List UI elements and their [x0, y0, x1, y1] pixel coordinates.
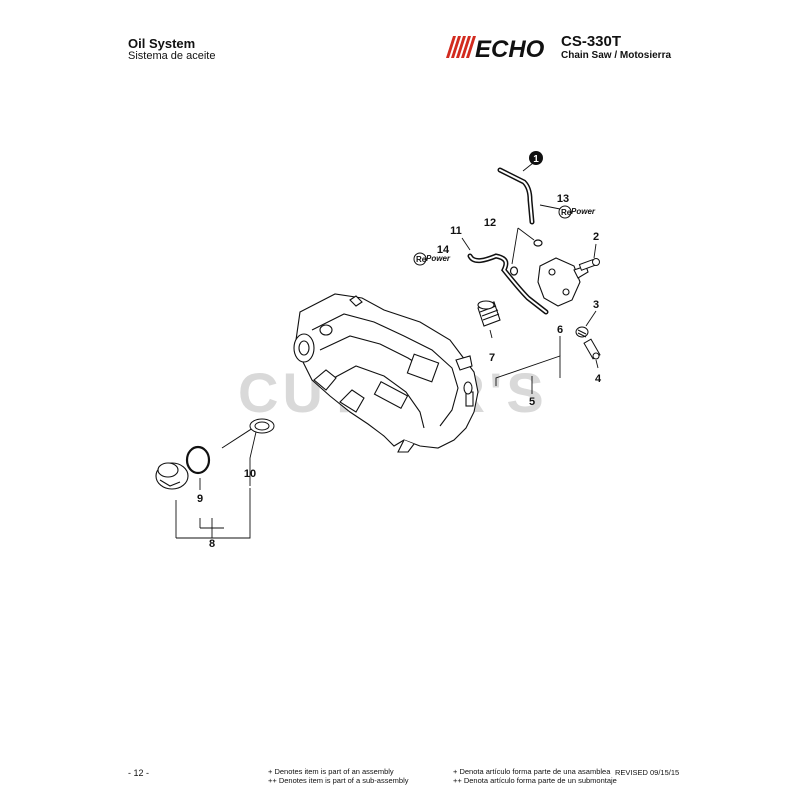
gasket-part — [185, 445, 211, 475]
page-title: Oil System — [128, 36, 196, 51]
callout-6: 6 — [557, 324, 563, 336]
callout-14: 14 — [437, 244, 450, 256]
strainer-part — [221, 418, 275, 449]
callout-12: 12 — [484, 217, 496, 229]
page-subtitle: Sistema de aceite — [128, 50, 216, 62]
callout-1: 1 — [533, 154, 539, 165]
model-number: CS-330T — [561, 33, 622, 50]
callout-2: 2 — [593, 231, 599, 243]
callout-5: 5 — [529, 396, 535, 408]
svg-text:Power: Power — [571, 207, 596, 216]
callout-9: 9 — [197, 493, 203, 505]
adjust-screw-part — [578, 258, 600, 271]
page-number: - 12 - — [128, 768, 150, 778]
footer-subassembly-es: ++ Denota artículo forma parte de un sub… — [453, 776, 617, 785]
o-ring-part — [533, 239, 543, 247]
o-ring-part — [509, 266, 519, 276]
repower-badge: Re Power — [413, 252, 451, 266]
callout-10: 10 — [244, 468, 256, 480]
callout-13: 13 — [557, 193, 569, 205]
footer-subassembly-en: ++ Denotes item is part of a sub-assembl… — [268, 776, 409, 785]
svg-text:Re: Re — [561, 208, 572, 217]
oil-cap-part — [155, 462, 189, 490]
callout-11: 11 — [450, 225, 462, 237]
plunger-part — [583, 338, 601, 360]
crankcase-part — [293, 293, 479, 453]
callout-8: 8 — [209, 538, 215, 550]
spring-part — [575, 326, 589, 338]
svg-text:Re: Re — [416, 255, 427, 264]
callout-4: 4 — [595, 373, 602, 385]
footer-notes-english: + Denotes item is part of an assembly ++… — [268, 767, 408, 785]
worm-gear-part — [477, 300, 501, 327]
footer-notes-spanish: + Denota artículo forma parte de una asa… — [453, 767, 617, 785]
callout-7: 7 — [489, 352, 495, 364]
revision-date: REVISED 09/15/15 — [615, 768, 680, 777]
footer-assembly-en: + Denotes item is part of an assembly — [268, 767, 394, 776]
callout-1-marker — [529, 151, 543, 165]
echo-logo: ECHO — [446, 36, 545, 60]
repower-badge: Re Power — [558, 205, 596, 219]
callout-3: 3 — [593, 299, 599, 311]
svg-text:Power: Power — [426, 254, 451, 263]
footer-assembly-es: + Denota artículo forma parte de una asa… — [453, 767, 611, 776]
echo-logo-text: ECHO — [475, 36, 545, 60]
model-description: Chain Saw / Motosierra — [561, 50, 672, 61]
